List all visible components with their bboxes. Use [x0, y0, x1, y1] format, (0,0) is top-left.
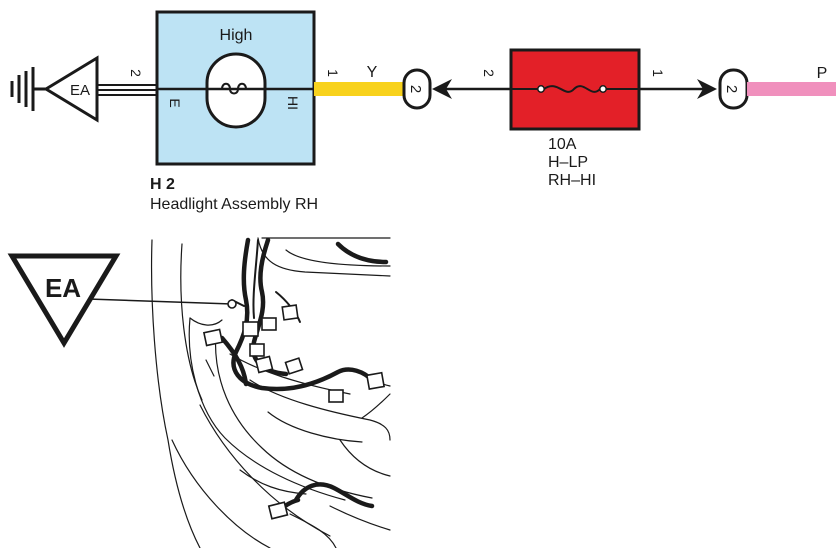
- location-connector-8: [328, 389, 344, 403]
- headlight-pin-left-number: 2: [128, 69, 144, 77]
- location-connector-4: [281, 304, 299, 321]
- location-connector-7: [284, 357, 304, 375]
- location-connector-5: [249, 343, 265, 357]
- fuse-caption: 10A H–LP RH–HI: [548, 136, 596, 190]
- fuse-name: H–LP: [548, 153, 589, 171]
- headlight-pin-hi-label: HI: [285, 96, 301, 110]
- fuse-terminal-left: [537, 85, 545, 93]
- fuse-terminal-right: [599, 85, 607, 93]
- location-connector-1: [202, 328, 224, 347]
- fuse-pin-left-number: 2: [481, 69, 497, 77]
- junction-connector-left-label: 2: [407, 85, 424, 93]
- location-leader-line: [87, 298, 233, 305]
- headlight-mode-label: High: [220, 27, 253, 44]
- ground-label: EA: [70, 82, 90, 99]
- headlight-bulb-icon: [205, 52, 267, 129]
- location-connector-10: [267, 501, 289, 520]
- wire-yellow-color-label: Y: [367, 64, 378, 81]
- location-connector-3: [261, 317, 277, 331]
- wire-pink-color-label: P: [817, 65, 828, 82]
- wire-pink: [747, 82, 836, 96]
- wire-yellow: [314, 82, 406, 96]
- location-connector-9: [365, 371, 386, 391]
- bulb-filament-icon: [221, 82, 247, 95]
- headlight-pin-e-label: E: [167, 98, 183, 107]
- location-connector-2: [242, 321, 259, 337]
- headlight-connector-code: H 2: [150, 176, 175, 193]
- ground-symbol: [10, 67, 46, 111]
- headlight-assembly-name: Headlight Assembly RH: [150, 196, 319, 213]
- headlight-pin-right-number: 1: [325, 69, 341, 77]
- wire-arrow-right-icon: [697, 79, 717, 99]
- fuse-circuit: RH–HI: [548, 171, 597, 189]
- wire-arrow-left-icon: [432, 79, 452, 99]
- engine-bay-drawing: [150, 237, 391, 548]
- location-ground-bolt: [227, 299, 237, 309]
- location-connector-6: [254, 355, 274, 374]
- fuse-rating: 10A: [548, 136, 577, 153]
- location-ground-label: EA: [45, 273, 81, 303]
- location-connectors: [202, 304, 386, 520]
- junction-connector-right-label: 2: [723, 85, 740, 93]
- fuse-pin-right-number: 1: [650, 69, 666, 77]
- fuse-element-icon: [543, 85, 601, 93]
- junction-connector-left: [402, 68, 432, 110]
